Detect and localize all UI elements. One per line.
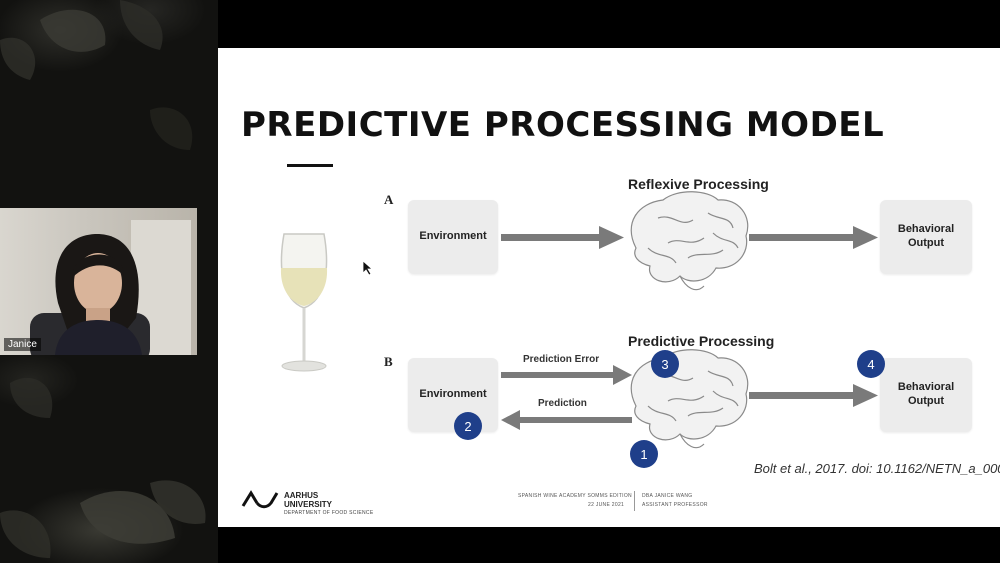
university-name-line2: UNIVERSITY [284, 500, 332, 509]
event-line1: SPANISH WINE ACADEMY SOMMS EDITION [518, 492, 632, 500]
presentation-slide: PREDICTIVE PROCESSING MODEL [218, 48, 1000, 527]
panel-b-letter: B [384, 354, 393, 370]
speaker-line2: ASSISTANT PROFESSOR [642, 501, 708, 509]
event-line2: 22 JUNE 2021 [588, 501, 624, 509]
behavioral-output-line2-b: Output [908, 395, 944, 407]
citation-text: Bolt et al., 2017. doi: 10.1162/NETN_a_0… [754, 461, 1000, 476]
aarhus-logo-icon [243, 493, 277, 507]
university-name: AARHUS UNIVERSITY [284, 491, 332, 509]
environment-label-b: Environment [419, 388, 486, 402]
arrow-brain-to-output-b [749, 384, 878, 407]
diagram-arrows [218, 48, 1000, 527]
arrow-brain-to-output-a [749, 226, 878, 249]
environment-box-a: Environment [408, 200, 498, 274]
predictive-processing-title: Predictive Processing [628, 333, 774, 349]
arrow-prediction-error [501, 365, 632, 385]
step-badge-3: 3 [651, 350, 679, 378]
footer-separator [634, 491, 635, 511]
step-badge-2: 2 [454, 412, 482, 440]
brain-icon-a [631, 192, 748, 290]
behavioral-output-box-a: Behavioral Output [880, 200, 972, 274]
step-badge-1: 1 [630, 440, 658, 468]
prediction-error-label: Prediction Error [523, 354, 599, 365]
department-name: DEPARTMENT OF FOOD SCIENCE [284, 510, 373, 516]
prediction-label: Prediction [538, 398, 587, 409]
brain-icon-b [631, 350, 748, 448]
participant-name-label: Janice [4, 338, 41, 351]
behavioral-output-box-b: Behavioral Output [880, 358, 972, 432]
behavioral-output-line1-b: Behavioral [898, 381, 954, 393]
participant-silhouette-icon [0, 208, 197, 355]
arrow-prediction [501, 410, 632, 430]
environment-box-b: Environment [408, 358, 498, 432]
leaf-decoration-bottom-icon [0, 363, 218, 563]
reflexive-processing-title: Reflexive Processing [628, 176, 769, 192]
environment-label-a: Environment [419, 230, 486, 244]
webcam-video-tile[interactable]: Janice [0, 208, 197, 355]
leaf-decoration-icon [0, 0, 218, 200]
arrow-env-to-brain-a [501, 226, 624, 249]
university-name-line1: AARHUS [284, 491, 318, 500]
behavioral-output-line2-a: Output [908, 237, 944, 249]
speaker-line1: DBA JANICE WANG [642, 492, 692, 500]
top-letterbox [218, 0, 1000, 48]
panel-a-letter: A [384, 192, 393, 208]
bottom-letterbox [218, 527, 1000, 563]
behavioral-output-line1-a: Behavioral [898, 223, 954, 235]
step-badge-4: 4 [857, 350, 885, 378]
